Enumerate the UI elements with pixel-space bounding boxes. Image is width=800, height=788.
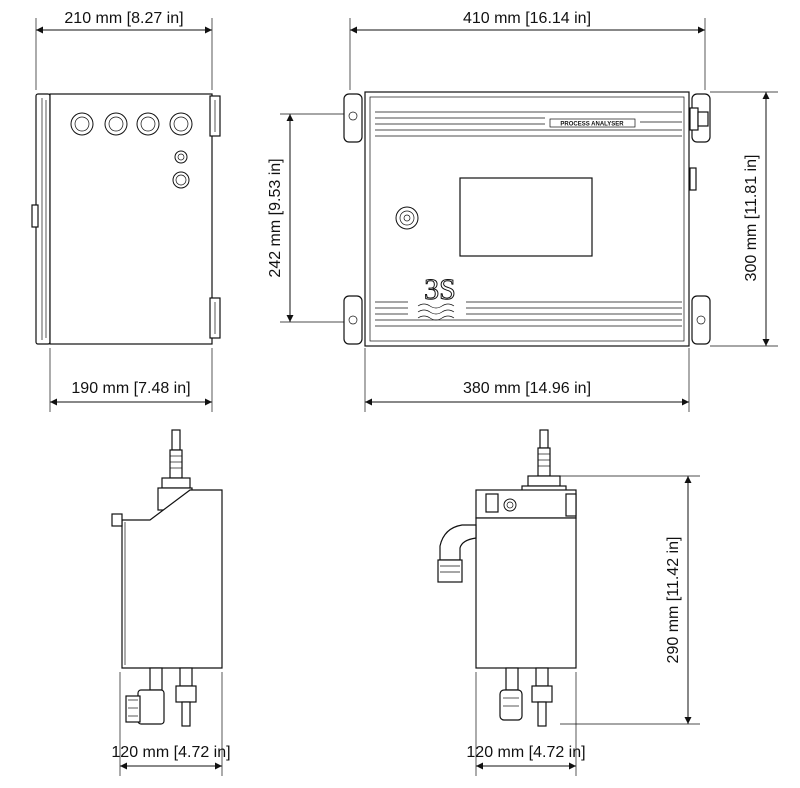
dim-bottom-left-width: 120 mm [4.72 in] bbox=[111, 744, 230, 761]
hose-barb-right bbox=[537, 701, 547, 727]
connector-icon bbox=[172, 171, 190, 189]
brand-logo: 3S bbox=[424, 273, 456, 306]
side-latch bbox=[31, 204, 39, 228]
ball-valve-right bbox=[499, 689, 523, 721]
top-fitting-right bbox=[537, 447, 551, 477]
dim-front-width-total: 410 mm [16.14 in] bbox=[463, 10, 591, 27]
dim-front-width-body: 380 mm [14.96 in] bbox=[463, 380, 591, 397]
indicator-icon bbox=[174, 150, 188, 164]
side-view: 210 mm [8.27 in] 190 mm [7.48 in] bbox=[31, 10, 221, 412]
gland-icon bbox=[104, 112, 128, 136]
top-fitting bbox=[169, 449, 183, 479]
gland-icon bbox=[136, 112, 160, 136]
sensor-side-view: 120 mm [4.72 in] bbox=[111, 429, 231, 776]
hose-barb bbox=[181, 701, 191, 727]
dim-side-depth-total: 210 mm [8.27 in] bbox=[64, 10, 183, 27]
dim-front-height-total: 300 mm [11.81 in] bbox=[743, 155, 760, 282]
nameplate bbox=[549, 118, 636, 128]
sensor-front-view: 290 mm [11.42 in] 120 mm [4.72 in] bbox=[437, 429, 700, 776]
side-body bbox=[49, 93, 213, 345]
dim-side-depth-body: 190 mm [7.48 in] bbox=[71, 380, 190, 397]
dim-front-height-mount: 242 mm [9.53 in] bbox=[267, 158, 284, 277]
gland-icon bbox=[169, 112, 193, 136]
sensor-body-right bbox=[475, 517, 577, 669]
nameplate-label: PROCESS ANALYSER bbox=[560, 122, 624, 128]
dim-bottom-right-height: 290 mm [11.42 in] bbox=[665, 537, 682, 664]
ball-valve bbox=[137, 689, 165, 725]
front-connector-icon bbox=[395, 206, 419, 230]
display-window bbox=[459, 177, 593, 257]
dim-bottom-right-width: 120 mm [4.72 in] bbox=[466, 744, 585, 761]
side-fitting bbox=[697, 111, 709, 127]
front-view: PROCESS ANALYSER 3S 410 mm [16.14 in] bbox=[267, 10, 778, 412]
cable-glands bbox=[70, 112, 193, 136]
gland-icon bbox=[70, 112, 94, 136]
sensor-body-left bbox=[121, 489, 223, 669]
elbow-fitting bbox=[439, 524, 477, 561]
